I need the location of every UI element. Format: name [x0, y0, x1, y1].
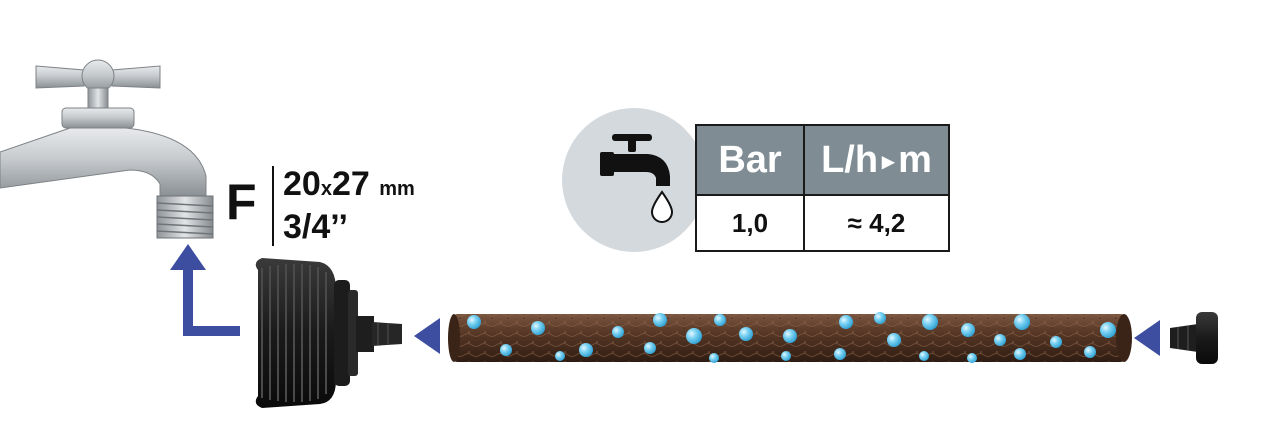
header-flow-label: L/h — [821, 138, 879, 181]
arrow-up-icon — [170, 244, 240, 336]
arrow-left-icon — [1134, 320, 1160, 356]
porous-hose — [448, 312, 1132, 363]
header-flow-unit: m — [898, 138, 932, 181]
value-flow: ≈ 4,2 — [803, 194, 950, 252]
header-pressure: Bar — [695, 124, 805, 196]
thread-metric-a: 20 — [283, 165, 321, 203]
value-pressure: 1,0 — [695, 194, 805, 252]
pressure-flow-table: Bar L/h▸m 1,0 ≈ 4,2 — [695, 124, 950, 252]
arrow-left-icon — [414, 318, 440, 354]
thread-divider — [272, 166, 274, 246]
water-beads — [467, 312, 1116, 363]
thread-imperial-size: 3/4’’ — [283, 208, 348, 246]
faucet-icon — [0, 59, 214, 239]
header-flow-arrow: ▸ — [882, 147, 895, 175]
header-flow: L/h▸m — [803, 124, 950, 196]
tap-water-icon — [600, 134, 670, 186]
end-plug — [1170, 312, 1218, 364]
thread-metric-size: 20x27 mm — [283, 165, 415, 208]
water-drop-icon — [650, 190, 674, 223]
thread-metric-b: 27 — [331, 165, 370, 203]
table-header-row: Bar L/h▸m — [695, 124, 950, 196]
thread-gender-letter: F — [226, 174, 257, 230]
tap-water-badge — [562, 108, 706, 252]
hose-adapter — [255, 258, 402, 408]
table-row: 1,0 ≈ 4,2 — [695, 194, 950, 252]
thread-metric-x: x — [320, 178, 332, 200]
thread-metric-unit: mm — [379, 178, 415, 200]
